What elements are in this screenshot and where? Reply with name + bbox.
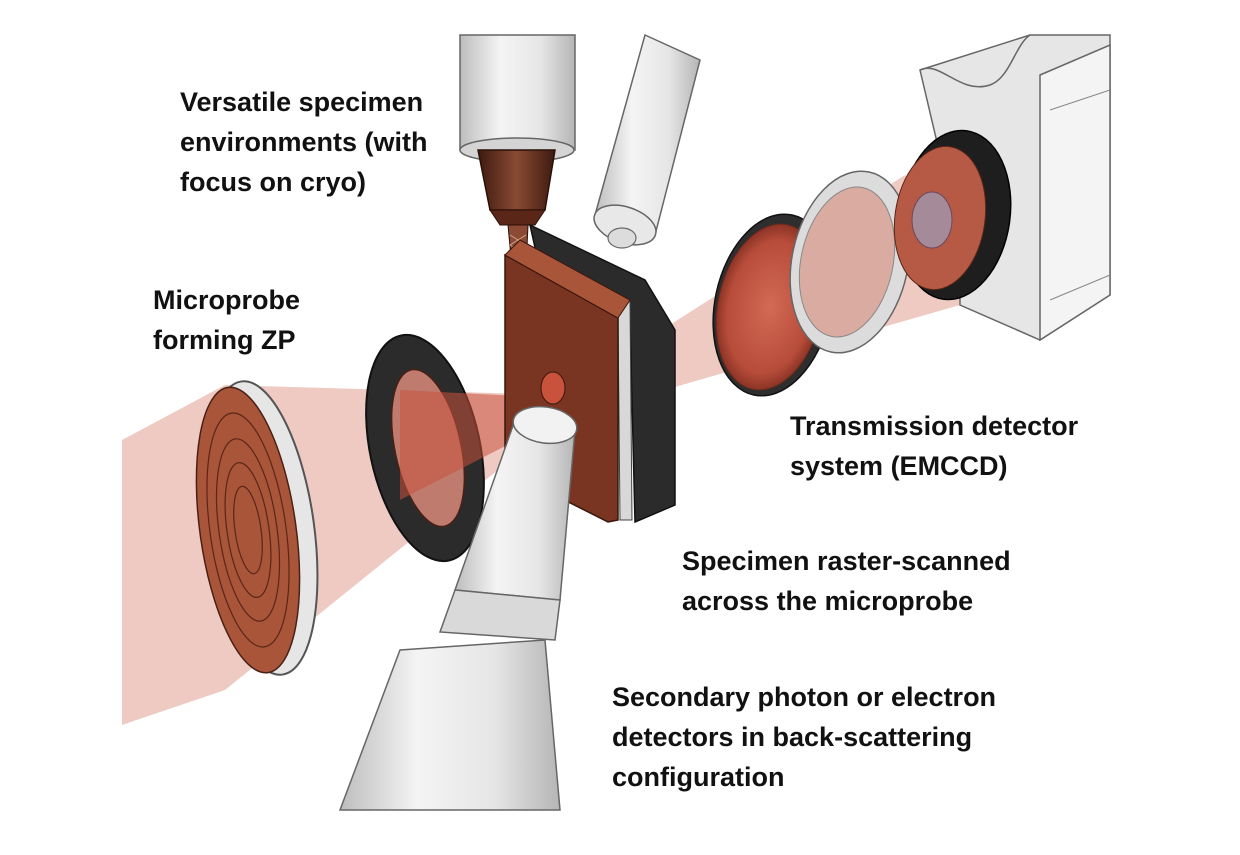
label-line: forming ZP [153, 320, 300, 360]
label-specimen-environments: Versatile specimen environments (with fo… [180, 82, 428, 202]
label-line: Microprobe [153, 280, 300, 320]
label-line: configuration [612, 757, 996, 797]
label-line: system (EMCCD) [790, 446, 1078, 486]
label-secondary-detectors: Secondary photon or electron detectors i… [612, 677, 996, 797]
label-line: focus on cryo) [180, 162, 428, 202]
label-line: Secondary photon or electron [612, 677, 996, 717]
label-line: Transmission detector [790, 406, 1078, 446]
label-raster-scan: Specimen raster-scanned across the micro… [682, 541, 1011, 621]
label-microprobe-zp: Microprobe forming ZP [153, 280, 300, 360]
label-line: environments (with [180, 122, 428, 162]
label-transmission-detector: Transmission detector system (EMCCD) [790, 406, 1078, 486]
label-line: Versatile specimen [180, 82, 428, 122]
upper-detector-tube [589, 35, 700, 252]
cryo-stage [460, 35, 575, 268]
label-line: detectors in back-scattering [612, 717, 996, 757]
label-line: Specimen raster-scanned [682, 541, 1011, 581]
label-line: across the microprobe [682, 581, 1011, 621]
